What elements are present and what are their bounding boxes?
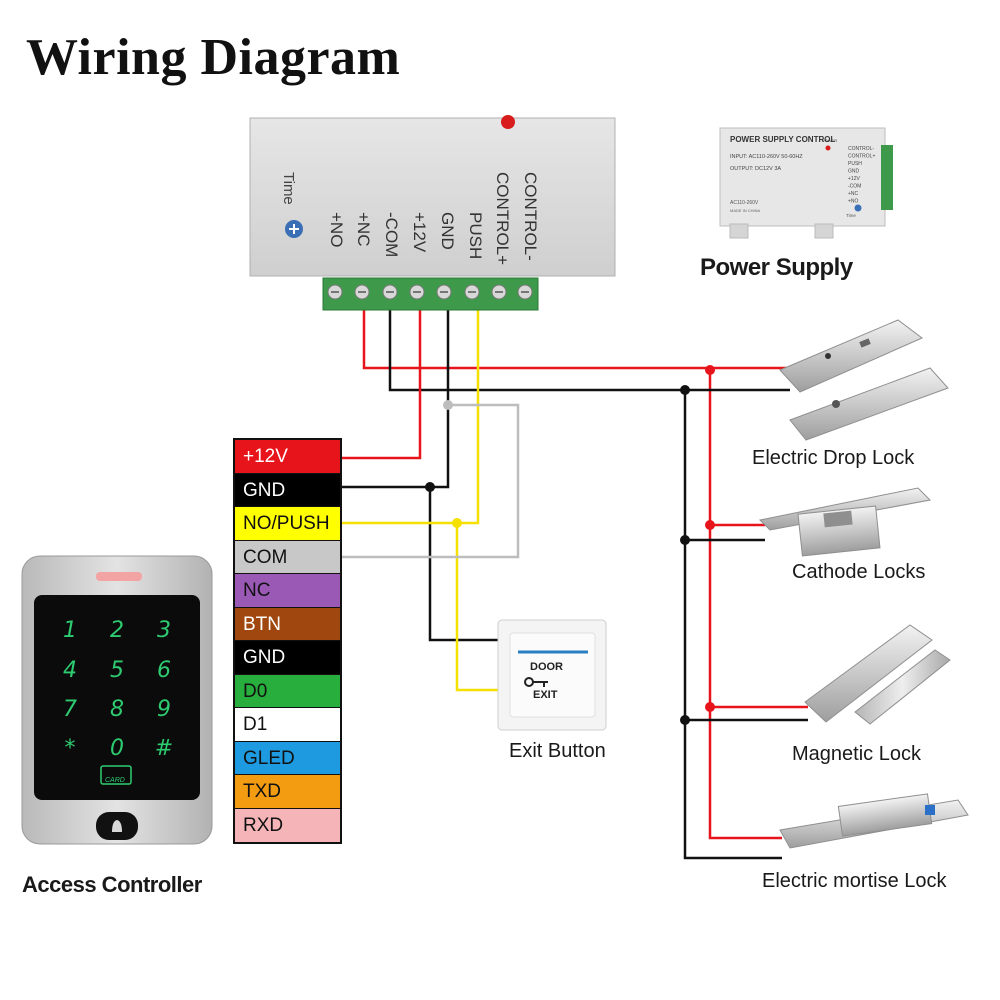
junction-dots <box>425 365 715 725</box>
wire-row-d0: D0 <box>235 674 340 708</box>
keypad-key: 4 <box>63 658 77 683</box>
electric-drop-lock-image <box>779 319 949 441</box>
exit-door-text: DOOR <box>530 661 563 673</box>
cathode-lock-image <box>758 487 932 557</box>
access-controller-device: 1 2 3 4 5 6 7 8 9 * 0 # CARD <box>21 555 213 845</box>
wire-row-btn: BTN <box>235 607 340 641</box>
wires <box>338 300 808 860</box>
junction-dot <box>443 400 453 410</box>
black-wire-exit <box>428 487 500 642</box>
wire-row-rxd: RXD <box>235 808 340 842</box>
photo-terminal-label: CONTROL- <box>848 146 874 152</box>
junction-dot <box>680 385 690 395</box>
wire-row-gled: GLED <box>235 741 340 775</box>
photo-terminal-label: PUSH <box>848 161 862 167</box>
junction-dot <box>425 482 435 492</box>
photo-power-led <box>825 145 831 151</box>
keypad-key: 8 <box>110 697 124 722</box>
photo-time-knob-icon <box>854 204 862 212</box>
keypad-key: 2 <box>110 618 124 643</box>
keypad-key: 7 <box>63 697 77 722</box>
exit-button-device: DOOR EXIT <box>497 619 607 731</box>
psu-terminal-label: +12V <box>410 212 429 253</box>
wire-row-gnd: GND <box>235 473 340 507</box>
cathode-lock-caption: Cathode Locks <box>792 561 926 583</box>
junction-dot <box>705 365 715 375</box>
keypad-key: 3 <box>157 618 171 643</box>
psu-terminal-label: -COM <box>382 212 401 257</box>
psu-terminal-label: CONTROL- <box>521 172 540 261</box>
time-label: Time <box>280 172 297 205</box>
power-supply-photo: POWER SUPPLY CONTROL INPUT: AC110-260V 5… <box>719 127 893 239</box>
wire-row-d1: D1 <box>235 708 340 742</box>
mortise-lock-caption: Electric mortise Lock <box>762 870 947 892</box>
bell-icon <box>112 820 122 832</box>
black-wire-lock-trunk <box>683 390 782 860</box>
junction-dot <box>680 535 690 545</box>
photo-terminal-label: +NC <box>848 191 859 197</box>
psu-terminal-label: GND <box>438 212 457 250</box>
photo-input: INPUT: AC110-260V 50-60HZ <box>730 154 803 160</box>
keypad-key: 5 <box>110 658 124 683</box>
power-supply-caption: Power Supply <box>700 254 853 281</box>
magnetic-lock-image <box>804 624 951 725</box>
diagram-title: Wiring Diagram <box>26 29 401 86</box>
wire-row-nc: NC <box>235 574 340 608</box>
wire-row--12v: +12V <box>235 440 340 474</box>
photo-terminal-label: GND <box>848 169 860 175</box>
keypad-key: 1 <box>63 618 77 643</box>
keypad-key: # <box>155 736 173 761</box>
keypad-panel <box>34 595 200 800</box>
photo-time-label: Time <box>846 213 856 218</box>
photo-terminal-block <box>881 145 893 210</box>
photo-made-in: MADE IN CHINA <box>730 208 761 213</box>
psu-terminal-label: +NO <box>327 212 346 247</box>
keypad-key: 6 <box>157 658 171 683</box>
wire-row-no-push: NO/PUSH <box>235 507 340 541</box>
photo-terminal-label: -COM <box>848 184 861 190</box>
junction-dot <box>452 518 462 528</box>
photo-terminal-label: CONTROL+ <box>848 154 875 160</box>
indicator-strip <box>96 572 142 581</box>
exit-exit-text: EXIT <box>533 689 558 701</box>
black-wire-gnd <box>338 300 450 489</box>
yellow-wire-exit <box>455 523 500 692</box>
exit-button-caption: Exit Button <box>509 740 606 762</box>
photo-header: POWER SUPPLY CONTROL <box>730 135 835 144</box>
photo-terminal-label: +12V <box>848 176 860 182</box>
card-reader-label: CARD <box>105 777 125 784</box>
keypad-key: 9 <box>157 697 171 722</box>
power-supply-unit: Time +NO +NC -COM +12V GND PUSH CONTROL+ CONTRO… <box>249 115 616 311</box>
power-led <box>501 115 515 129</box>
keypad-key: * <box>65 736 76 761</box>
psu-terminal-label: +NC <box>354 212 373 246</box>
junction-dot <box>705 702 715 712</box>
junction-dot <box>680 715 690 725</box>
electric-mortise-lock-image <box>779 793 969 849</box>
drop-lock-caption: Electric Drop Lock <box>752 447 915 469</box>
photo-terminal-label: +NO <box>848 199 859 205</box>
black-wire-lock-bus <box>388 300 790 392</box>
keypad-key: 0 <box>110 736 124 761</box>
psu-terminal-label: CONTROL+ <box>493 172 512 265</box>
red-wire-lock-bus <box>362 300 790 370</box>
access-controller-caption: Access Controller <box>22 872 202 897</box>
wire-row-com: COM <box>235 540 340 574</box>
photo-output: OUTPUT: DC12V 3A <box>730 166 781 172</box>
wire-row-gnd: GND <box>235 641 340 675</box>
photo-model: AC110-260V <box>730 200 759 206</box>
photo-power-label: POWER <box>822 138 837 143</box>
magnetic-lock-caption: Magnetic Lock <box>792 743 921 765</box>
wire-row-txd: TXD <box>235 775 340 809</box>
yellow-wire-push <box>338 300 480 525</box>
red-wire-controller <box>338 300 422 460</box>
card-reader-icon <box>100 765 132 785</box>
red-wire-lock-trunk <box>708 368 782 840</box>
junction-dot <box>705 520 715 530</box>
gray-wire-com <box>338 403 520 559</box>
psu-terminal-label: PUSH <box>466 212 485 259</box>
